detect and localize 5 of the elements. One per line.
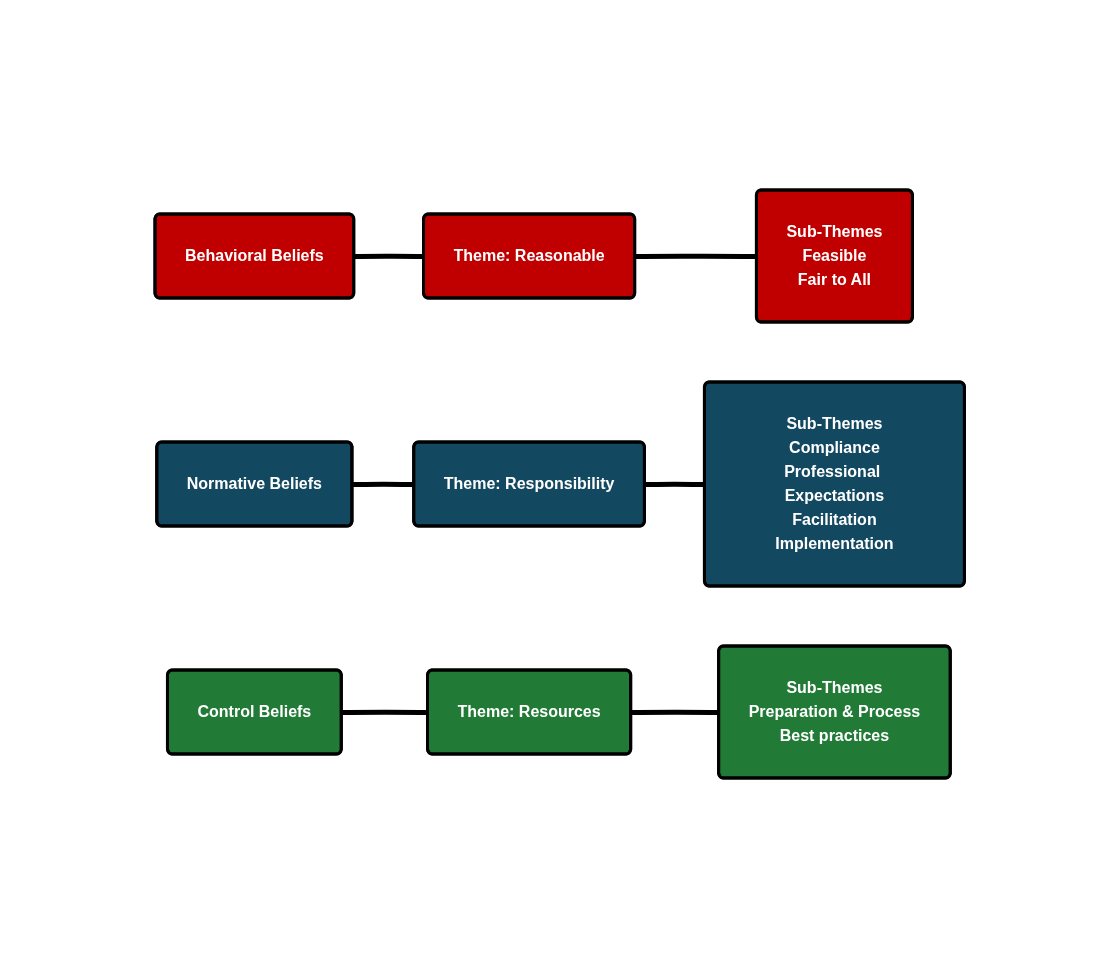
connector [341,709,428,715]
connector [634,253,757,259]
connector [644,481,705,487]
connector [353,253,424,259]
connector [630,709,719,715]
